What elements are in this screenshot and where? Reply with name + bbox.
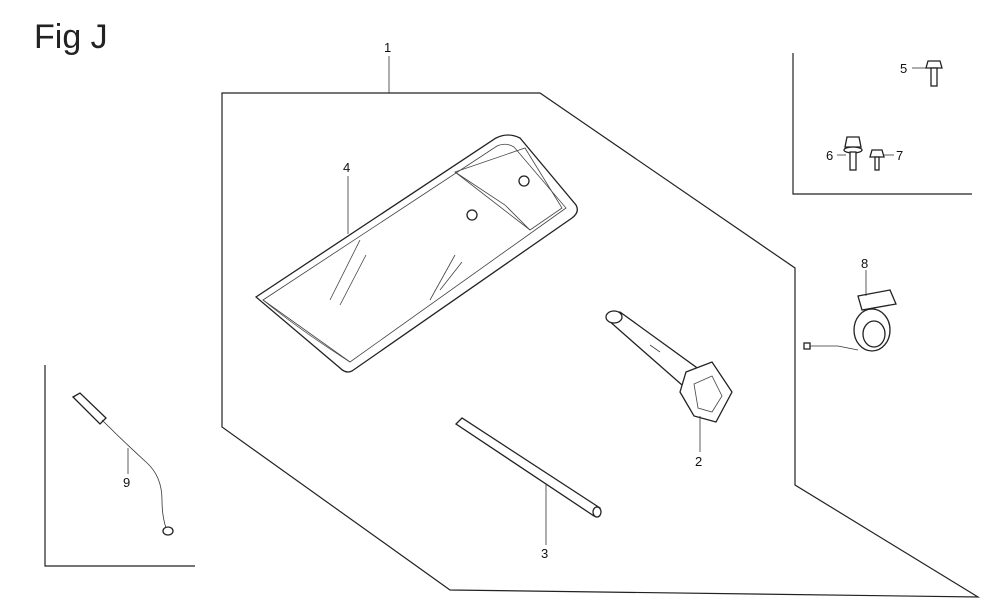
callout-7: 7: [896, 148, 903, 163]
callout-5: 5: [900, 61, 907, 76]
bag-snap-icon: [518, 175, 530, 187]
tommy-bar: [454, 417, 602, 518]
bolt-6-icon: [843, 136, 863, 171]
callout-4: 4: [343, 160, 350, 175]
callout-9: 9: [123, 475, 130, 490]
cap-assembly: [803, 289, 897, 352]
figure-title: Fig J: [34, 18, 108, 56]
screw-7-icon: [869, 149, 885, 171]
callout-8: 8: [861, 256, 868, 271]
hardware-frame: [792, 53, 972, 195]
callout-1: 1: [384, 40, 391, 55]
spark-plug-wrench: [605, 310, 733, 423]
callout-3: 3: [541, 546, 548, 561]
callout-2: 2: [695, 454, 702, 469]
tool-bag: [254, 134, 578, 373]
bag-snap-icon: [466, 209, 478, 221]
tool-kit-frame: [221, 92, 981, 598]
cable-assembly: [71, 392, 174, 536]
bolt-5-icon: [925, 60, 943, 87]
callout-6: 6: [826, 148, 833, 163]
cable-frame: [44, 365, 195, 567]
